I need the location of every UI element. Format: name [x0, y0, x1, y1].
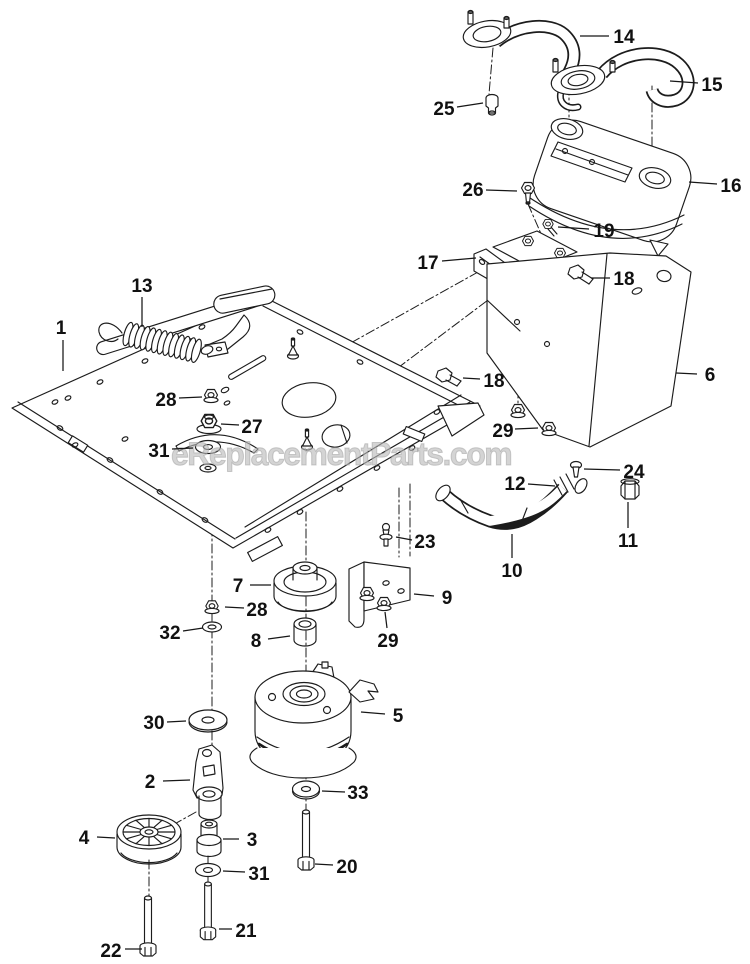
- callout-label-32: 32: [159, 623, 180, 644]
- hose-clamp-12: [553, 473, 588, 496]
- callout-leader-6: [675, 372, 698, 375]
- callout-label-18: 18: [483, 371, 504, 392]
- callout-label-31: 31: [248, 864, 270, 885]
- callout-leader-18: [462, 377, 481, 380]
- callout-leader-17: [441, 257, 477, 262]
- washer-32: [201, 621, 223, 633]
- callout-label-13: 13: [131, 276, 152, 297]
- exhaust-pipe-15: [550, 47, 695, 112]
- callout-label-26: 26: [462, 180, 483, 201]
- callout-label-22: 22: [100, 941, 121, 962]
- washer-30: [188, 709, 228, 733]
- screw-19: [542, 219, 558, 237]
- callout-label-24: 24: [623, 462, 645, 483]
- nut-28-lower: [204, 600, 220, 615]
- callout-label-7: 7: [233, 576, 244, 597]
- callout-label-8: 8: [251, 631, 262, 652]
- idler-pulley: [116, 814, 182, 865]
- callout-leader-26: [485, 189, 518, 192]
- callout-label-25: 25: [433, 99, 455, 120]
- exhaust-pipe-14: [462, 9, 581, 84]
- pulley-7: [273, 561, 337, 613]
- callout-label-20: 20: [336, 857, 357, 878]
- callout-label-29: 29: [492, 421, 513, 442]
- screw-24: [569, 460, 583, 478]
- muffler-guard: [486, 252, 692, 448]
- callout-label-1: 1: [56, 318, 67, 339]
- callout-leader-4: [96, 836, 116, 839]
- callout-label-15: 15: [701, 75, 723, 96]
- callout-leader-33: [321, 790, 346, 793]
- callout-label-14: 14: [613, 27, 635, 48]
- callout-label-12: 12: [504, 474, 525, 495]
- callout-leader-31: [171, 447, 194, 450]
- grease-fitting-23: [379, 522, 393, 547]
- bolt-26: [520, 181, 536, 205]
- nut-28-upper: [203, 386, 231, 406]
- callout-leader-28: [224, 606, 245, 609]
- nuts-29-upper: [510, 403, 557, 437]
- callout-label-5: 5: [393, 706, 404, 727]
- callout-label-31: 31: [148, 441, 170, 462]
- callout-label-11: 11: [618, 531, 639, 552]
- callout-leader-16: [688, 181, 718, 185]
- callout-leader-29: [514, 427, 539, 430]
- seat-plate: [11, 285, 485, 562]
- callout-leader-8: [267, 635, 291, 640]
- callout-leader-32: [182, 627, 204, 632]
- callout-label-17: 17: [417, 253, 438, 274]
- callout-label-10: 10: [501, 561, 522, 582]
- callout-label-29: 29: [377, 631, 398, 652]
- callout-label-16: 16: [720, 176, 741, 197]
- idler-arm: [192, 744, 224, 821]
- callout-leader-30: [166, 720, 187, 723]
- cap-nut-11: [620, 478, 640, 500]
- callout-leader-15: [669, 80, 699, 84]
- callout-leader-27: [220, 423, 240, 426]
- callout-label-18: 18: [613, 269, 634, 290]
- bolt-25: [485, 93, 499, 116]
- callout-label-19: 19: [593, 221, 614, 242]
- callout-leader-24: [583, 468, 621, 471]
- callout-leader-2: [162, 779, 191, 782]
- spacer-3: [196, 819, 222, 858]
- clutch-5: [249, 661, 379, 779]
- callout-leader-12: [527, 483, 556, 487]
- callout-label-9: 9: [442, 588, 453, 609]
- callout-label-28: 28: [246, 600, 267, 621]
- callout-label-4: 4: [79, 828, 90, 849]
- callout-label-27: 27: [241, 417, 262, 438]
- callout-leader-5: [360, 711, 386, 715]
- washer-33: [291, 780, 321, 800]
- bracket-9: [348, 561, 411, 628]
- callout-label-33: 33: [347, 783, 368, 804]
- bolt-27: [196, 413, 222, 435]
- bolt-18-lower: [435, 367, 462, 387]
- washer-31-lower: [194, 862, 222, 878]
- callout-leader-31: [222, 870, 246, 873]
- callout-label-3: 3: [247, 830, 258, 851]
- callout-leader-19: [557, 226, 590, 230]
- callout-label-21: 21: [235, 921, 257, 942]
- hose: [435, 473, 588, 530]
- callout-label-2: 2: [145, 772, 156, 793]
- callout-label-6: 6: [705, 365, 716, 386]
- bushing-8: [293, 617, 317, 647]
- callout-leader-25: [456, 102, 484, 108]
- cam-plate: [175, 386, 259, 473]
- callout-leader-20: [314, 863, 334, 866]
- nuts-29-lower: [359, 586, 392, 612]
- muffler: [526, 117, 692, 257]
- callout-leader-29: [384, 611, 388, 629]
- callout-label-28: 28: [155, 390, 176, 411]
- tension-spring: [98, 321, 214, 363]
- callout-label-23: 23: [414, 532, 435, 553]
- callout-label-30: 30: [143, 713, 164, 734]
- callout-leader-9: [413, 593, 435, 597]
- callout-leader-28: [178, 396, 203, 399]
- callout-leader-23: [395, 536, 413, 541]
